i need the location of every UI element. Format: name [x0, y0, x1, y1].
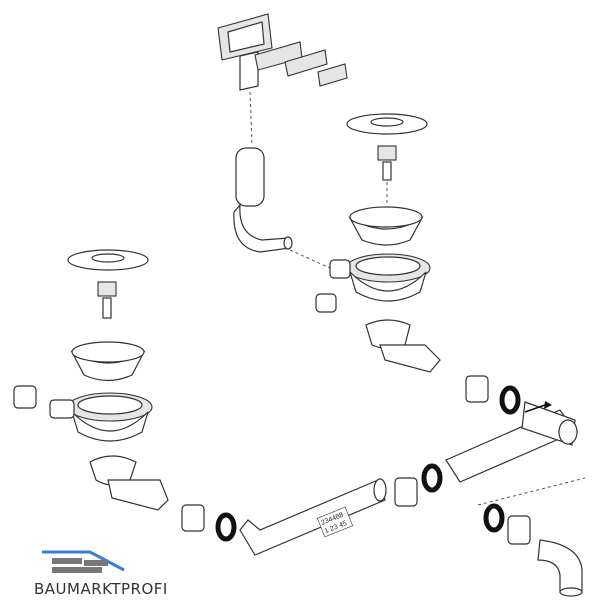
connecting-pipe: 234488 1 23 45	[239, 478, 387, 556]
t-piece	[445, 401, 578, 483]
overflow-head	[217, 13, 348, 91]
brand-logo: BAUMARKTPROFI	[34, 548, 167, 598]
logo-text: BAUMARKTPROFI	[34, 580, 168, 598]
elbow-outlet	[537, 539, 583, 597]
strainer-left	[13, 249, 169, 511]
overflow-pipe	[233, 147, 293, 253]
strainer-right	[315, 113, 441, 373]
logo-roof-icon	[42, 550, 125, 573]
nuts-and-seals	[181, 375, 531, 545]
